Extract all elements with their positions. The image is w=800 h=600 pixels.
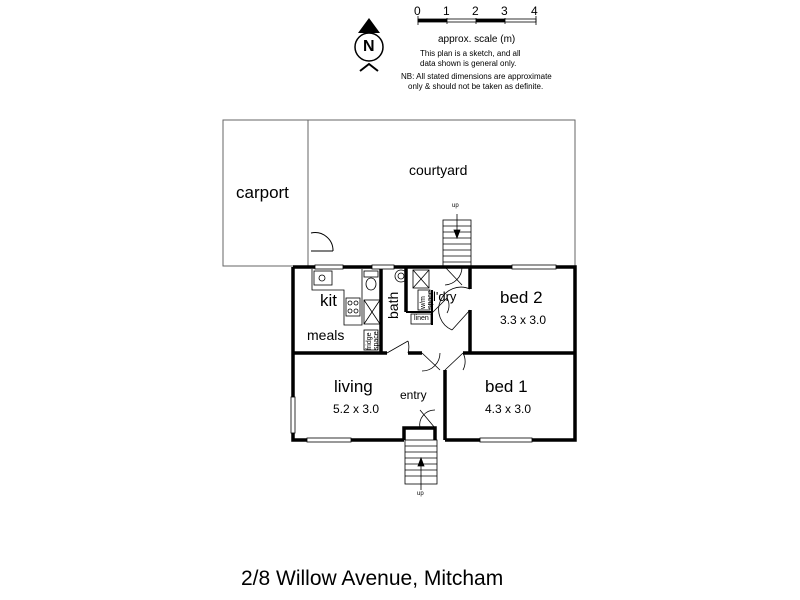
room-label-kit: kit <box>320 291 337 310</box>
disclaimer-line-3: NB: All stated dimensions are approximat… <box>401 72 552 81</box>
property-address: 2/8 Willow Avenue, Mitcham <box>241 567 504 590</box>
room-label-meals: meals <box>307 327 345 343</box>
room-label-carport: carport <box>236 183 289 202</box>
room-label-bed1: bed 1 <box>485 377 528 396</box>
scale-tick-3: 3 <box>501 4 508 18</box>
compass-letter: N <box>363 38 375 55</box>
room-size-bed2: 3.3 x 3.0 <box>500 313 547 327</box>
room-label-courtyard: courtyard <box>409 162 468 178</box>
north-compass-icon <box>354 18 384 72</box>
scale-tick-4: 4 <box>531 4 538 18</box>
room-label-living: living <box>334 377 373 396</box>
doors <box>386 266 471 429</box>
disclaimer-line-2: data shown is general only. <box>420 59 517 68</box>
room-label-bed2: bed 2 <box>500 288 543 307</box>
scale-tick-2: 2 <box>472 4 479 18</box>
scale-tick-0: 0 <box>414 4 421 18</box>
room-label-entry: entry <box>400 388 427 402</box>
room-size-living: 5.2 x 3.0 <box>333 402 380 416</box>
fixture-label-fridge: fridge space <box>366 331 380 350</box>
room-label-ldry: l'dry <box>433 289 457 304</box>
laundry-fixtures <box>410 269 432 325</box>
scale-tick-1: 1 <box>443 4 450 18</box>
scale-bar <box>417 16 537 25</box>
rear-stairs <box>442 214 472 268</box>
scale-label: approx. scale (m) <box>438 34 516 45</box>
kitchen-fixtures <box>311 269 408 351</box>
fixture-label-washer: w/m space <box>420 290 434 309</box>
room-size-bed1: 4.3 x 3.0 <box>485 402 532 416</box>
front-stairs <box>404 439 438 490</box>
disclaimer-line-1: This plan is a sketch, and all <box>420 49 521 58</box>
windows <box>290 264 557 443</box>
stair-up-label-rear: up <box>452 203 459 209</box>
stair-up-label-front: up <box>417 491 424 497</box>
room-label-bath: bath <box>385 291 401 319</box>
fixture-label-linen: linen <box>414 315 429 322</box>
disclaimer-line-4: only & should not be taken as definite. <box>408 82 544 91</box>
